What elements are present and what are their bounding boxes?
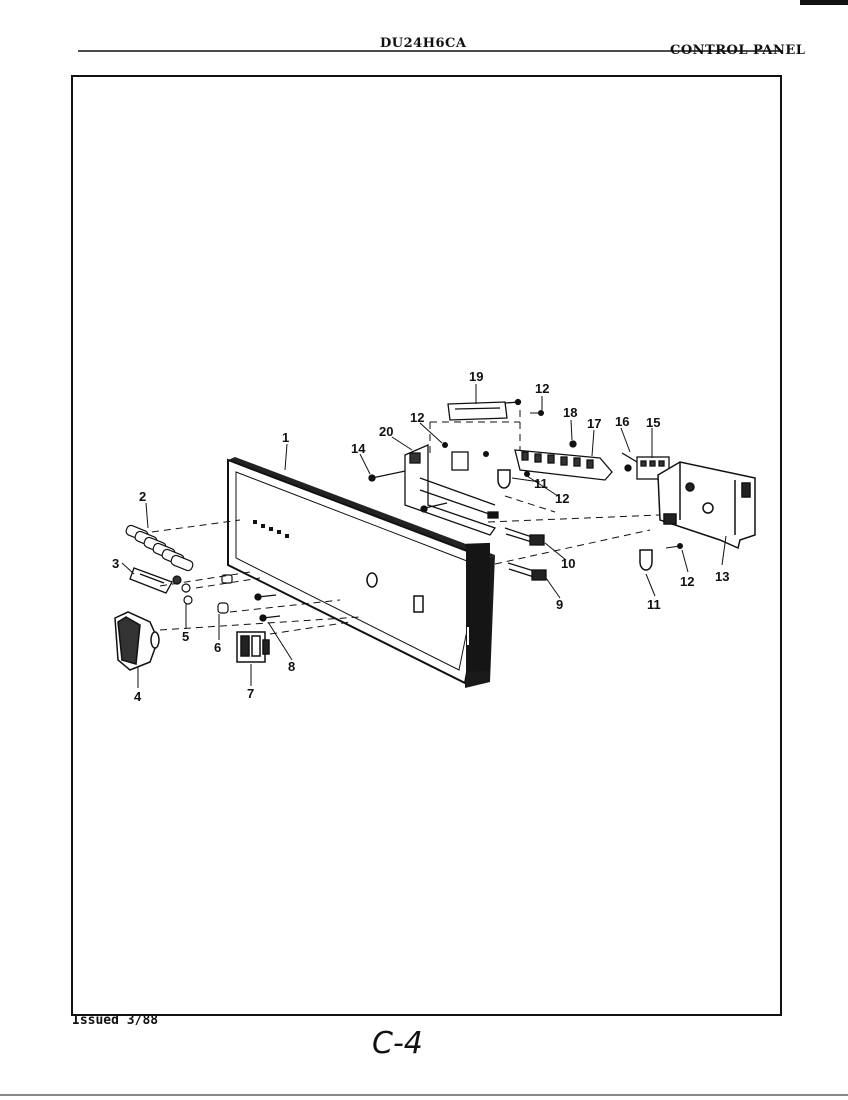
page-code: C-4: [372, 1026, 423, 1061]
callout-5: 5: [182, 629, 189, 644]
callout-3: 3: [112, 556, 119, 571]
callout-9: 9: [556, 597, 563, 612]
connectors-9-10: [504, 527, 547, 581]
callout-7: 7: [247, 686, 254, 701]
callout-18: 18: [563, 405, 577, 420]
callout-2: 2: [139, 489, 146, 504]
callout-12d: 12: [680, 574, 694, 589]
scan-mark: [800, 0, 848, 5]
timer-13: [657, 461, 756, 550]
assembly-lines: [151, 410, 661, 635]
callout-6: 6: [214, 640, 221, 655]
callout-15: 15: [646, 415, 660, 430]
timer-knob: [114, 611, 160, 671]
clips-11: [497, 469, 653, 571]
callout-4: 4: [134, 689, 142, 704]
callout-14: 14: [351, 441, 366, 456]
callout-numbers: 1 2 3 4 5 6 7 8 9 10 11 11 12 12 12 12 1…: [112, 369, 729, 704]
callout-1: 1: [282, 430, 289, 445]
callout-12b: 12: [410, 410, 424, 425]
screws-12: [442, 410, 683, 549]
callout-13: 13: [715, 569, 729, 584]
diagram-frame: [71, 75, 782, 1016]
plate-19: [447, 398, 522, 421]
screw-14: [368, 469, 411, 482]
callout-20: 20: [379, 424, 393, 439]
callout-19: 19: [469, 369, 483, 384]
callout-11a: 11: [534, 476, 548, 491]
bracket-20: [404, 444, 499, 536]
callout-16: 16: [615, 414, 629, 429]
leader-lines: [121, 384, 727, 688]
model-number: DU24H6CA: [380, 36, 467, 51]
push-buttons: [125, 524, 194, 572]
switch-bank-17: [514, 440, 613, 481]
callout-17: 17: [587, 416, 601, 431]
control-panel-console: [227, 457, 495, 688]
callout-8: 8: [288, 659, 295, 674]
callout-10: 10: [561, 556, 575, 571]
rocker-switch: [236, 631, 270, 663]
screws-8: [254, 593, 281, 622]
callout-12c: 12: [555, 491, 569, 506]
fasteners: [172, 574, 233, 614]
callout-11b: 11: [647, 597, 661, 612]
bracket-plate: [129, 567, 173, 594]
callout-12a: 12: [535, 381, 549, 396]
issued-date: Issued 3/88: [72, 1013, 159, 1028]
